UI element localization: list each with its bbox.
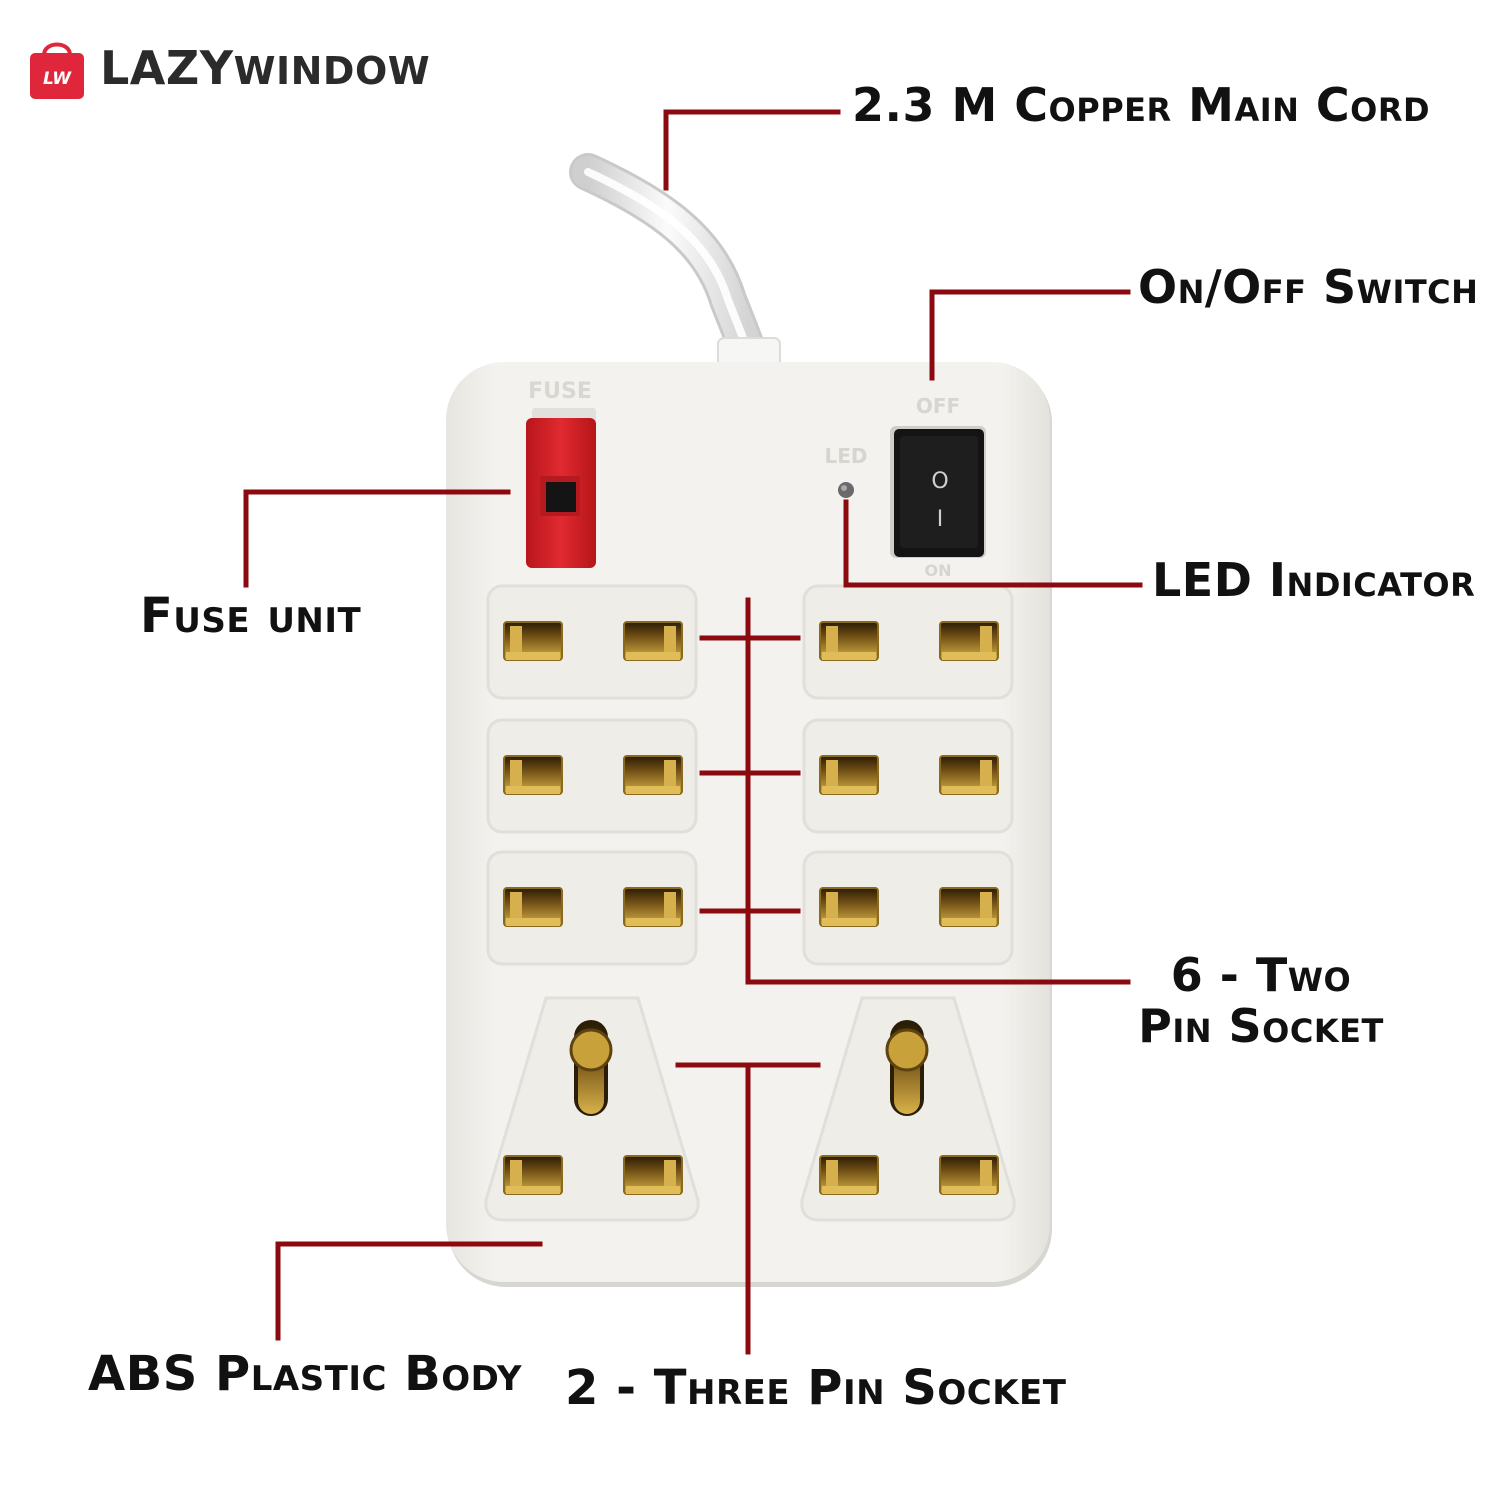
socket-contact <box>939 887 999 927</box>
two-pin-socket <box>802 718 1014 834</box>
socket-contact <box>939 621 999 661</box>
two-pin-socket <box>486 850 698 966</box>
earth-pin-hole <box>569 1020 613 1116</box>
two-pin-socket <box>486 584 698 700</box>
shopping-bag-icon: LW <box>30 42 84 99</box>
leader-led <box>843 499 1143 588</box>
switch-on-text: ON <box>925 561 952 580</box>
two-pin-socket <box>486 718 698 834</box>
socket-contact <box>819 755 879 795</box>
socket-contact <box>939 755 999 795</box>
socket-contact <box>503 887 563 927</box>
label-on-off-switch: On/Off Switch <box>1138 260 1479 314</box>
leader-cord <box>663 109 841 191</box>
socket-contact <box>503 1155 563 1195</box>
brand-name-part1: LAZY <box>100 41 234 95</box>
three-pin-sockets <box>484 996 1016 1222</box>
socket-contact <box>819 887 879 927</box>
logo-mark: LW <box>43 69 72 89</box>
switch-symbol-on: I <box>937 507 944 532</box>
socket-contact <box>819 621 879 661</box>
socket-contact <box>623 621 683 661</box>
two-pin-sockets <box>486 584 1014 966</box>
leader-switch <box>929 289 1131 381</box>
socket-contact <box>623 887 683 927</box>
earth-pin-hole <box>885 1020 929 1116</box>
socket-contact <box>819 1155 879 1195</box>
label-fuse-unit: Fuse unit <box>140 588 362 644</box>
leader-two-pin-trunk <box>745 597 1131 985</box>
socket-contact <box>503 755 563 795</box>
leader-body <box>275 1241 543 1341</box>
label-two-pin-socket: 6 - Two Pin Socket <box>1138 948 1384 1053</box>
socket-contact <box>623 1155 683 1195</box>
two-pin-socket <box>802 584 1014 700</box>
label-led-indicator: LED Indicator <box>1152 553 1476 607</box>
three-pin-socket <box>800 996 1016 1222</box>
switch-off-text: OFF <box>916 394 960 418</box>
two-pin-socket <box>802 850 1014 966</box>
fuse-text: FUSE <box>528 379 592 404</box>
led-indicator: LED <box>824 444 868 498</box>
socket-contact <box>623 755 683 795</box>
label-abs-body: ABS Plastic Body <box>88 1346 523 1402</box>
brand-name-part2: WINDOW <box>233 49 431 93</box>
fuse-unit: FUSE <box>526 379 596 568</box>
socket-contact <box>939 1155 999 1195</box>
brand-logo: LW LAZYWINDOW <box>22 28 430 108</box>
led-text: LED <box>824 444 867 468</box>
on-off-switch: OFF O I ON <box>890 394 986 580</box>
label-main-cord: 2.3 M Copper Main Cord <box>852 78 1431 132</box>
three-pin-socket <box>484 996 700 1222</box>
switch-symbol-off: O <box>931 469 948 494</box>
main-cord <box>569 153 781 371</box>
socket-contact <box>503 621 563 661</box>
label-three-pin-socket: 2 - Three Pin Socket <box>565 1360 1067 1416</box>
leader-fuse <box>243 489 511 588</box>
brand-name: LAZYWINDOW <box>100 45 430 91</box>
leader-lines <box>243 109 1143 1355</box>
